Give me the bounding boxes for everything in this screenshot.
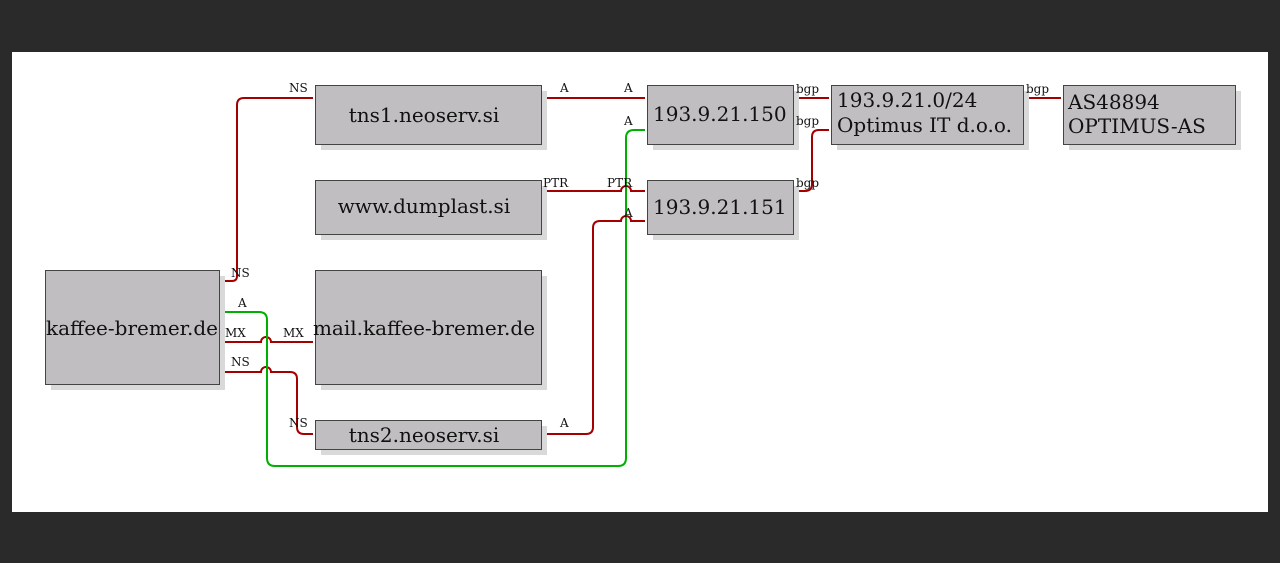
edge-label-kaffee-ip150-0: A <box>237 296 247 310</box>
edge-tns2-ip151 <box>543 215 645 435</box>
node-www[interactable]: www.dumplast.si <box>315 180 548 241</box>
node-kaffee[interactable]: kaffee-bremer.de <box>45 270 226 391</box>
node-label-as: AS48894 <box>1067 90 1160 114</box>
node-box <box>315 85 542 145</box>
node-label-as: OPTIMUS-AS <box>1068 114 1206 138</box>
node-label-kaffee: kaffee-bremer.de <box>46 316 218 340</box>
node-box <box>315 180 542 235</box>
edge-label-www-ip151-0: PTR <box>543 176 569 190</box>
edge-label-kaffee-tns1-1: NS <box>289 81 308 95</box>
edge-label-kaffee-tns2-0: NS <box>231 355 250 369</box>
edge-label-kaffee-tns2-1: NS <box>289 416 308 430</box>
nodes-layer: kaffee-bremer.de tns1.neoserv.si www.dumpl… <box>45 85 1242 456</box>
edge-label-ip150-net-0: bgp <box>796 82 819 96</box>
node-box <box>647 180 794 235</box>
edges-layer <box>222 97 1061 467</box>
edge-kaffee-tns2 <box>222 366 313 435</box>
edge-label-ip151-net-0: bgp <box>796 176 819 190</box>
node-label-www: www.dumplast.si <box>338 194 510 218</box>
node-ip151[interactable]: 193.9.21.151 <box>647 180 800 241</box>
node-tns1[interactable]: tns1.neoserv.si <box>315 85 548 151</box>
edge-label-kaffee-tns1-0: NS <box>231 266 250 280</box>
node-label-mail: mail.kaffee-bremer.de <box>313 316 535 340</box>
edge-kaffee-tns1 <box>222 97 313 282</box>
node-label-ip151: 193.9.21.151 <box>653 195 787 219</box>
node-box <box>647 85 794 145</box>
node-box <box>1063 85 1236 145</box>
edge-ip151-net <box>795 129 829 192</box>
edge-label-tns2-ip151-0: A <box>559 416 569 430</box>
node-box <box>315 420 542 450</box>
edge-label-ip150-net-1: bgp <box>796 114 819 128</box>
edge-label-www-ip151-1: PTR <box>607 176 633 190</box>
node-label-ip150: 193.9.21.150 <box>653 102 787 126</box>
edge-kaffee-ip150 <box>222 129 645 467</box>
edge-www-ip151 <box>543 185 645 192</box>
node-label-net: 193.9.21.0/24 <box>837 88 977 112</box>
node-box <box>315 270 542 385</box>
node-ip150[interactable]: 193.9.21.150 <box>647 85 800 151</box>
node-tns2[interactable]: tns2.neoserv.si <box>315 420 548 456</box>
edge-label-kaffee-mail-1: MX <box>283 326 304 340</box>
edge-label-tns2-ip151-1: A <box>623 206 633 220</box>
edge-label-tns1-ip150-0: A <box>559 81 569 95</box>
node-label-tns2: tns2.neoserv.si <box>349 423 500 447</box>
node-label-net: Optimus IT d.o.o. <box>837 113 1012 137</box>
node-box <box>45 270 220 385</box>
node-label-tns1: tns1.neoserv.si <box>349 103 500 127</box>
edge-label-kaffee-ip150-1: A <box>623 114 633 128</box>
edge-label-net-as-0: bgp <box>1026 82 1049 96</box>
edge-label-kaffee-mail-0: MX <box>225 326 246 340</box>
edge-label-tns1-ip150-1: A <box>623 81 633 95</box>
node-mail[interactable]: mail.kaffee-bremer.de <box>313 270 547 391</box>
node-box <box>831 85 1024 145</box>
